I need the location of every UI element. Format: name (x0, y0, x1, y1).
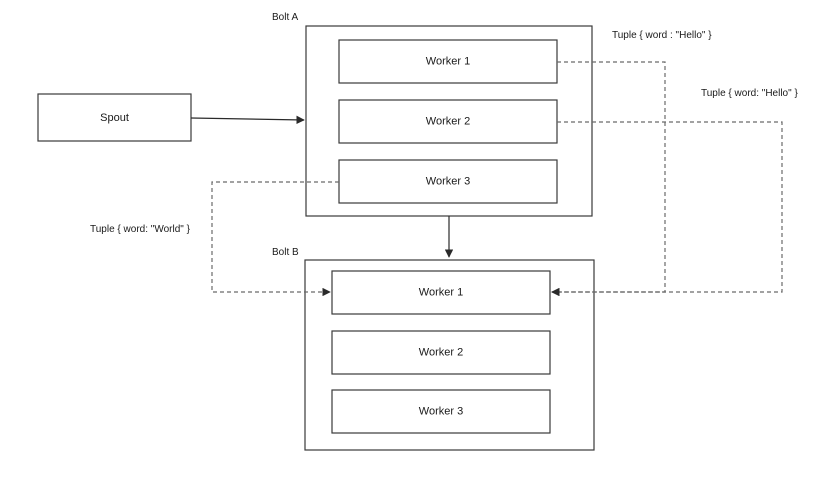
bolt-b-label: Bolt B (272, 247, 299, 258)
worker-2-hello-route (551, 121, 783, 297)
bolt-b-worker-3-label: Worker 3 (419, 405, 463, 417)
bolt-b-worker-1: Worker 1 (331, 270, 551, 315)
bolt-a-worker-3: Worker 3 (338, 159, 558, 204)
bolt-a-worker-1-label: Worker 1 (426, 55, 470, 67)
bolt-b-worker-1-label: Worker 1 (419, 286, 463, 298)
tuple-label-worker-3-world: Tuple { word: "World" } (90, 224, 191, 235)
bolt-b-worker-2-label: Worker 2 (419, 346, 463, 358)
spout-label: Spout (100, 112, 129, 124)
bolt-b-worker-3: Worker 3 (331, 389, 551, 434)
bolt-a-group: Bolt A Worker 1 Worker 2 Worker 3 (272, 12, 593, 217)
tuple-label-worker-1-hello: Tuple { word : "Hello" } (612, 30, 712, 41)
bolt-a-worker-2: Worker 2 (338, 99, 558, 144)
bolt-a-worker-2-label: Worker 2 (426, 115, 470, 127)
bolt-a-label: Bolt A (272, 12, 298, 23)
tuple-label-worker-2-hello: Tuple { word: "Hello" } (701, 88, 798, 99)
spout-to-bolt-a-arrow (190, 115, 305, 125)
bolt-a-worker-1: Worker 1 (338, 39, 558, 84)
bolt-a-worker-3-label: Worker 3 (426, 175, 470, 187)
spout-node: Spout (37, 93, 192, 142)
bolt-b-worker-2: Worker 2 (331, 330, 551, 375)
worker-3-world-route (211, 181, 339, 297)
bolt-b-group: Bolt B Worker 1 Worker 2 Worker 3 (272, 247, 595, 451)
